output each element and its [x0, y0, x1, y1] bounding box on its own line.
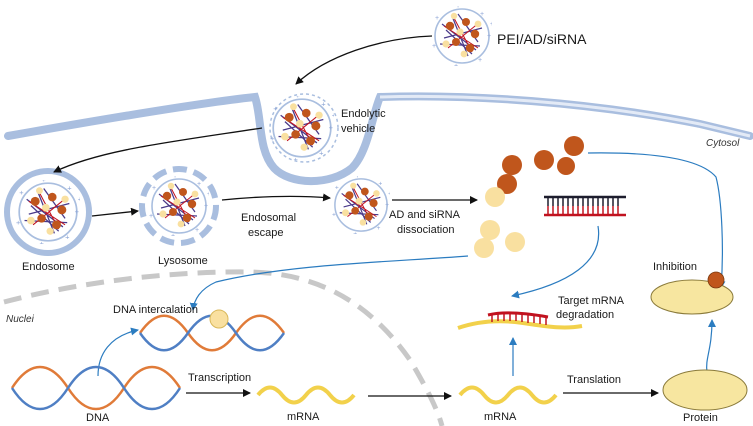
dna-label: DNA [86, 412, 110, 424]
cytosol-mrna-strand-icon [458, 385, 558, 405]
sirna-particles [474, 187, 525, 258]
target-label-line2: degradation [556, 309, 614, 321]
arrow-ad-to-protein [587, 152, 726, 289]
escape-label-line1: Endosomal [241, 212, 296, 224]
mrna-strand-icon [256, 385, 356, 405]
mrna-cytosol-label: mRNA [484, 411, 517, 423]
complex-label: PEI/AD/siRNA [497, 31, 587, 47]
intercalation-label: DNA intercalation [113, 304, 198, 316]
endosome-particle [4, 168, 92, 256]
protein-label: Protein [683, 412, 718, 424]
inhibition-label: Inhibition [653, 261, 697, 273]
arrow-to-endosome [53, 127, 263, 173]
arrow-to-lysosome [91, 207, 139, 217]
mrna-nucleus-label: mRNA [287, 411, 320, 423]
endolytic-label-line1: Endolytic [341, 108, 386, 120]
dissociation-label-line2: dissociation [397, 224, 454, 236]
translation-label: Translation [567, 374, 621, 386]
arrow-dna-intercalation [97, 327, 139, 377]
ad-particles [497, 136, 584, 194]
arrow-protein-up [706, 319, 716, 373]
arrow-escape [221, 193, 331, 202]
endosome-label: Endosome [22, 261, 75, 273]
arrow-ad-to-dna [189, 255, 469, 311]
lysosome-particle [139, 166, 219, 246]
endolytic-label-line2: vehicle [341, 123, 375, 135]
sirna-duplex-icon [544, 195, 626, 217]
nuclear-envelope [3, 269, 445, 426]
nuclei-label: Nuclei [6, 314, 35, 325]
arrow-sirna-to-mrna [511, 225, 600, 299]
dissociation-label-line1: AD and siRNA [389, 209, 461, 221]
dna-helix-icon [10, 365, 182, 411]
transcription-label: Transcription [188, 372, 251, 384]
escape-label-line2: escape [248, 227, 283, 239]
protein-blob-icon [662, 369, 748, 411]
intercalated-dna-icon [138, 309, 286, 352]
target-mrna-icon [457, 311, 583, 330]
cytosol-label: Cytosol [706, 138, 740, 149]
inhibited-protein-icon [650, 271, 734, 315]
target-label-line1: Target mRNA [558, 295, 625, 307]
endolytic-vehicle-particle [269, 93, 339, 163]
lysosome-label: Lysosome [158, 255, 208, 267]
escaped-particle [332, 176, 390, 234]
nanoparticle-icon [432, 6, 492, 66]
arrow-uptake [295, 35, 433, 85]
